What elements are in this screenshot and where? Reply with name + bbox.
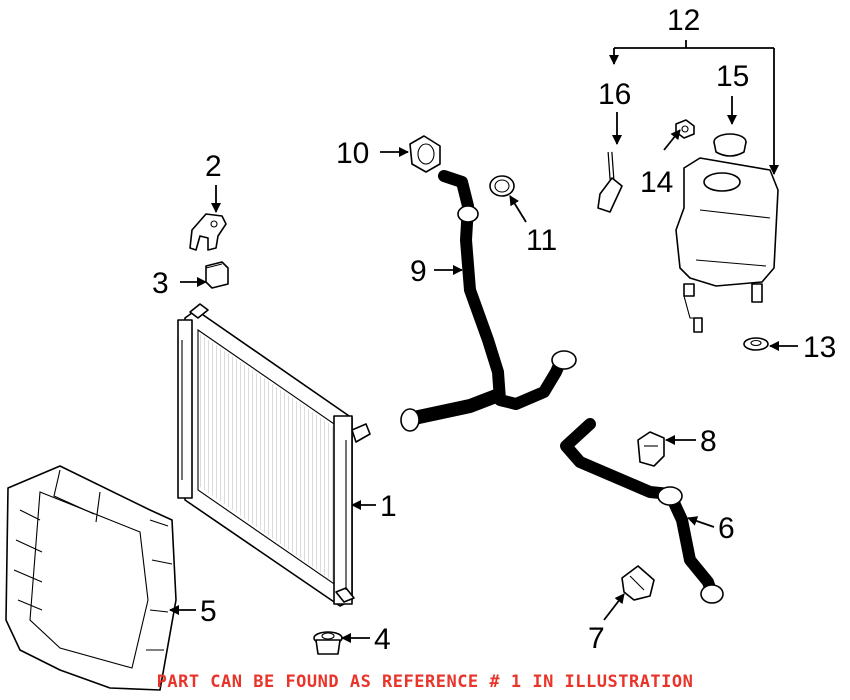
callout-numbers: 1 2 3 4 5 6 7 8 9 10 11 12 13 14 15 16	[152, 4, 836, 656]
nut	[675, 119, 695, 139]
callout-5: 5	[200, 595, 217, 628]
tank-cap	[713, 133, 747, 157]
callout-8: 8	[700, 425, 717, 458]
clamp-11	[489, 175, 515, 197]
lower-hose	[560, 418, 724, 604]
fan-shroud	[5, 465, 177, 691]
callout-14: 14	[640, 166, 673, 199]
upper-hose	[400, 170, 577, 432]
hose-clip-8	[637, 431, 665, 467]
clamp-10	[409, 135, 441, 173]
reference-note: PART CAN BE FOUND AS REFERENCE # 1 IN IL…	[156, 672, 694, 692]
callout-11: 11	[526, 224, 557, 257]
radiator	[177, 303, 371, 607]
callout-12: 12	[667, 4, 700, 37]
bracket	[189, 213, 227, 251]
hose-clip-7	[621, 565, 655, 601]
callout-16: 16	[598, 78, 631, 111]
callout-3: 3	[152, 267, 169, 300]
callout-6: 6	[718, 512, 735, 545]
callout-10: 10	[336, 137, 369, 170]
callout-9: 9	[410, 255, 427, 288]
reference-12-bracket	[609, 40, 779, 175]
callout-2: 2	[205, 150, 222, 183]
callout-1: 1	[380, 490, 397, 523]
level-sensor	[597, 151, 623, 213]
seal-ring	[743, 337, 769, 351]
drain-plug	[313, 631, 343, 655]
callout-15: 15	[716, 60, 749, 93]
expansion-tank	[675, 157, 779, 333]
callout-13: 13	[803, 331, 836, 364]
callout-4: 4	[374, 623, 391, 656]
callout-7: 7	[588, 622, 605, 655]
leader-arrows	[169, 96, 798, 643]
mount	[205, 261, 229, 289]
